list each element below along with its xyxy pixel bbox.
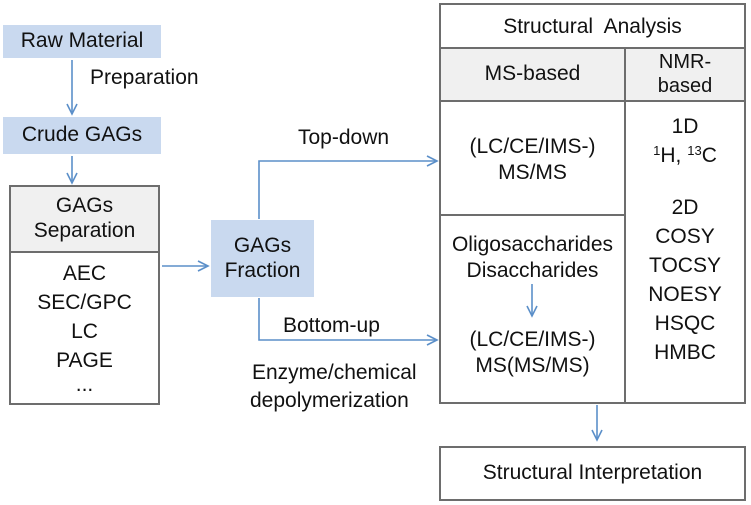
nmr-1d-label: 1D	[671, 115, 699, 138]
raw-material-node: Raw Material	[3, 25, 161, 58]
gags-fraction-label-2: Fraction	[224, 258, 301, 282]
gags-fraction-label-1: GAGs	[233, 233, 292, 257]
ms-bottom-lower: (LC/CE/IMS-) MS(MS/MS)	[441, 323, 624, 383]
gags-separation-title-1: GAGs	[55, 194, 114, 218]
nmr-cell: 1D 1H, 13C 2D COSY TOCSY NOESY HSQC HMBC	[626, 112, 744, 367]
crude-gags-label: Crude GAGs	[21, 123, 143, 147]
ms-bottom-line-4: MS(MS/MS)	[475, 354, 590, 377]
gags-fraction-node: GAGs Fraction	[211, 220, 314, 297]
ms-bottom-line-3: (LC/CE/IMS-)	[469, 327, 596, 351]
gags-separation-box: GAGs Separation AEC SEC/GPC LC PAGE ...	[9, 185, 160, 405]
h-superscript: 1	[653, 143, 661, 158]
nmr-2d-method: NOESY	[648, 283, 722, 306]
nmr-2d-method: HMBC	[654, 341, 716, 364]
method-item: AEC	[62, 262, 107, 285]
method-item: SEC/GPC	[37, 291, 132, 314]
structural-interpretation-label: Structural Interpretation	[482, 461, 703, 485]
nmr-2d-method: TOCSY	[649, 254, 721, 277]
nmr-2d-method: COSY	[655, 225, 715, 248]
ms-top-cell: (LC/CE/IMS-) MS/MS	[441, 130, 624, 190]
h-label: H,	[660, 144, 688, 167]
structural-interpretation-box: Structural Interpretation	[439, 446, 746, 501]
arrow-bottom-up	[258, 298, 439, 346]
c-label: C	[701, 144, 717, 167]
nmr-based-label-1: NMR-	[658, 50, 712, 73]
analysis-header-divider	[440, 100, 745, 102]
bottom-up-label: Bottom-up	[283, 314, 380, 337]
ms-bottom-upper: Oligosaccharides Disaccharides	[441, 228, 624, 288]
structural-analysis-title: Structural Analysis	[503, 15, 682, 38]
nmr-1d-nuclei: 1H, 13C	[626, 141, 744, 170]
method-item: LC	[71, 320, 98, 343]
c-superscript: 13	[687, 143, 702, 158]
nmr-2d-method: HSQC	[654, 312, 716, 335]
separation-methods-list: AEC SEC/GPC LC PAGE ...	[11, 259, 158, 395]
depolymerization-label-2: depolymerization	[250, 389, 409, 412]
ms-based-header: MS-based	[441, 49, 624, 100]
preparation-label: Preparation	[90, 66, 199, 89]
oligosaccharides-label: Oligosaccharides	[451, 232, 614, 256]
crude-gags-node: Crude GAGs	[3, 117, 161, 154]
method-item: PAGE	[56, 349, 113, 372]
ms-top-line-2: MS/MS	[498, 161, 567, 184]
raw-material-label: Raw Material	[20, 29, 144, 53]
depolymerization-label-1: Enzyme/chemical	[252, 361, 417, 384]
ms-section-divider	[440, 214, 625, 216]
ms-based-label: MS-based	[484, 62, 581, 86]
top-down-label: Top-down	[298, 126, 390, 149]
gags-separation-title-2: Separation	[33, 219, 136, 242]
arrow-top-down	[258, 155, 439, 219]
analysis-title-divider	[440, 47, 745, 49]
method-item: ...	[75, 373, 94, 396]
nmr-based-label-2: based	[657, 74, 713, 97]
nmr-based-header: NMR- based	[626, 49, 744, 100]
disaccharides-label: Disaccharides	[466, 259, 599, 282]
gags-separation-header: GAGs Separation	[11, 187, 158, 253]
ms-top-line-1: (LC/CE/IMS-)	[469, 134, 596, 158]
ms-nmr-divider	[624, 48, 626, 403]
nmr-2d-label: 2D	[671, 196, 699, 219]
